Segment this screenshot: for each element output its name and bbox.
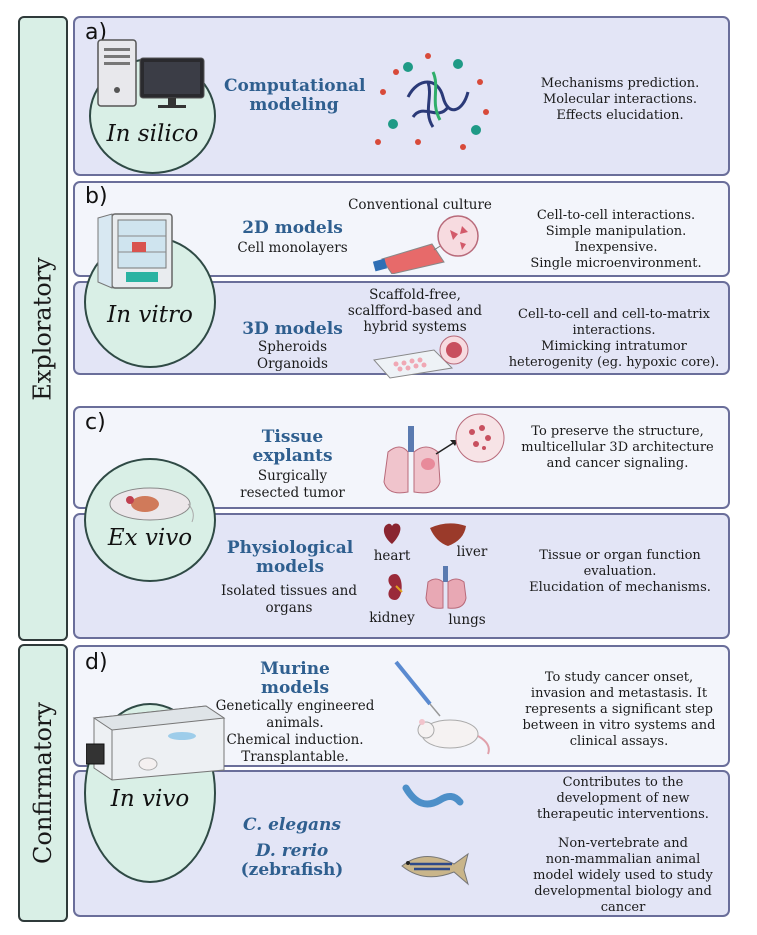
label-d: d) <box>85 650 108 675</box>
in-silico-description: Mechanisms prediction. Molecular interac… <box>540 76 700 123</box>
tissue-explants-subtitle: Surgically resected tumor <box>240 468 345 501</box>
physiological-models-subtitle: Isolated tissues and organs <box>221 583 357 616</box>
liver-label: liver <box>456 544 488 560</box>
2d-models-subtitle: Cell monolayers <box>237 240 348 256</box>
murine-models-title: Murine models <box>260 659 330 698</box>
2d-models-title: 2D models <box>242 218 343 238</box>
zebrafish-icon <box>401 852 469 886</box>
3d-models-title: 3D models <box>242 319 343 339</box>
computational-modeling-title: Computational modeling <box>224 76 366 115</box>
culture-flask-icon <box>372 215 479 274</box>
incubator-icon <box>97 213 173 289</box>
2d-models-description: Cell-to-cell interactions. Simple manipu… <box>530 208 702 271</box>
ex-vivo-label: Ex vivo <box>107 525 193 551</box>
in-silico-label: In silico <box>106 121 199 147</box>
heart-icon <box>383 523 401 544</box>
3d-models-subtitle: Spheroids Organoids <box>257 339 328 372</box>
conventional-culture-label: Conventional culture <box>348 197 492 213</box>
confirmatory-label: Confirmatory <box>29 702 58 864</box>
label-b: b) <box>85 184 108 209</box>
exploratory-sidebar: Exploratory <box>18 16 68 641</box>
computer-icon <box>97 39 205 108</box>
kidney-label: kidney <box>369 610 415 626</box>
mouse-cage-icon <box>86 705 226 781</box>
liver-icon <box>430 523 466 546</box>
mouse-injection-icon <box>394 660 490 755</box>
c-elegans-description: Contributes to the development of new th… <box>537 775 709 822</box>
well-plate-icon <box>373 335 469 379</box>
lungs-label: lungs <box>448 612 486 628</box>
confirmatory-sidebar: Confirmatory <box>18 644 68 922</box>
in-vitro-label: In vitro <box>107 302 193 328</box>
physiological-models-title: Physiological models <box>226 538 354 577</box>
heart-label: heart <box>373 548 411 564</box>
3d-culture-types: Scaffold-free, scalfford-based and hybri… <box>347 287 483 335</box>
lungs-icon <box>425 566 467 609</box>
c-elegans-title: C. elegans <box>243 815 341 835</box>
exploratory-label: Exploratory <box>29 256 58 401</box>
d-rerio-title: D. rerio (zebrafish) <box>240 841 344 880</box>
d-rerio-description: Non-vertebrate and non-mammalian animal … <box>533 836 713 915</box>
tissue-explants-title: Tissue explants <box>252 427 333 466</box>
in-vivo-label: In vivo <box>110 786 190 812</box>
murine-models-description: To study cancer onset, invasion and meta… <box>522 670 716 749</box>
physiological-models-description: Tissue or organ function evaluation. Elu… <box>529 548 711 595</box>
label-c: c) <box>85 410 106 435</box>
label-a: a) <box>85 20 108 45</box>
rat-anatomy-icon <box>109 487 194 523</box>
3d-models-description: Cell-to-cell and cell-to-matrix interact… <box>508 307 720 370</box>
c-elegans-icon <box>402 784 464 808</box>
kidney-icon <box>388 574 403 600</box>
murine-models-subtitle: Genetically engineered animals. Chemical… <box>215 698 375 765</box>
tissue-explants-description: To preserve the structure, multicellular… <box>521 424 714 471</box>
molecule-illustration <box>375 53 489 150</box>
lung-tissue-icon <box>383 413 505 494</box>
